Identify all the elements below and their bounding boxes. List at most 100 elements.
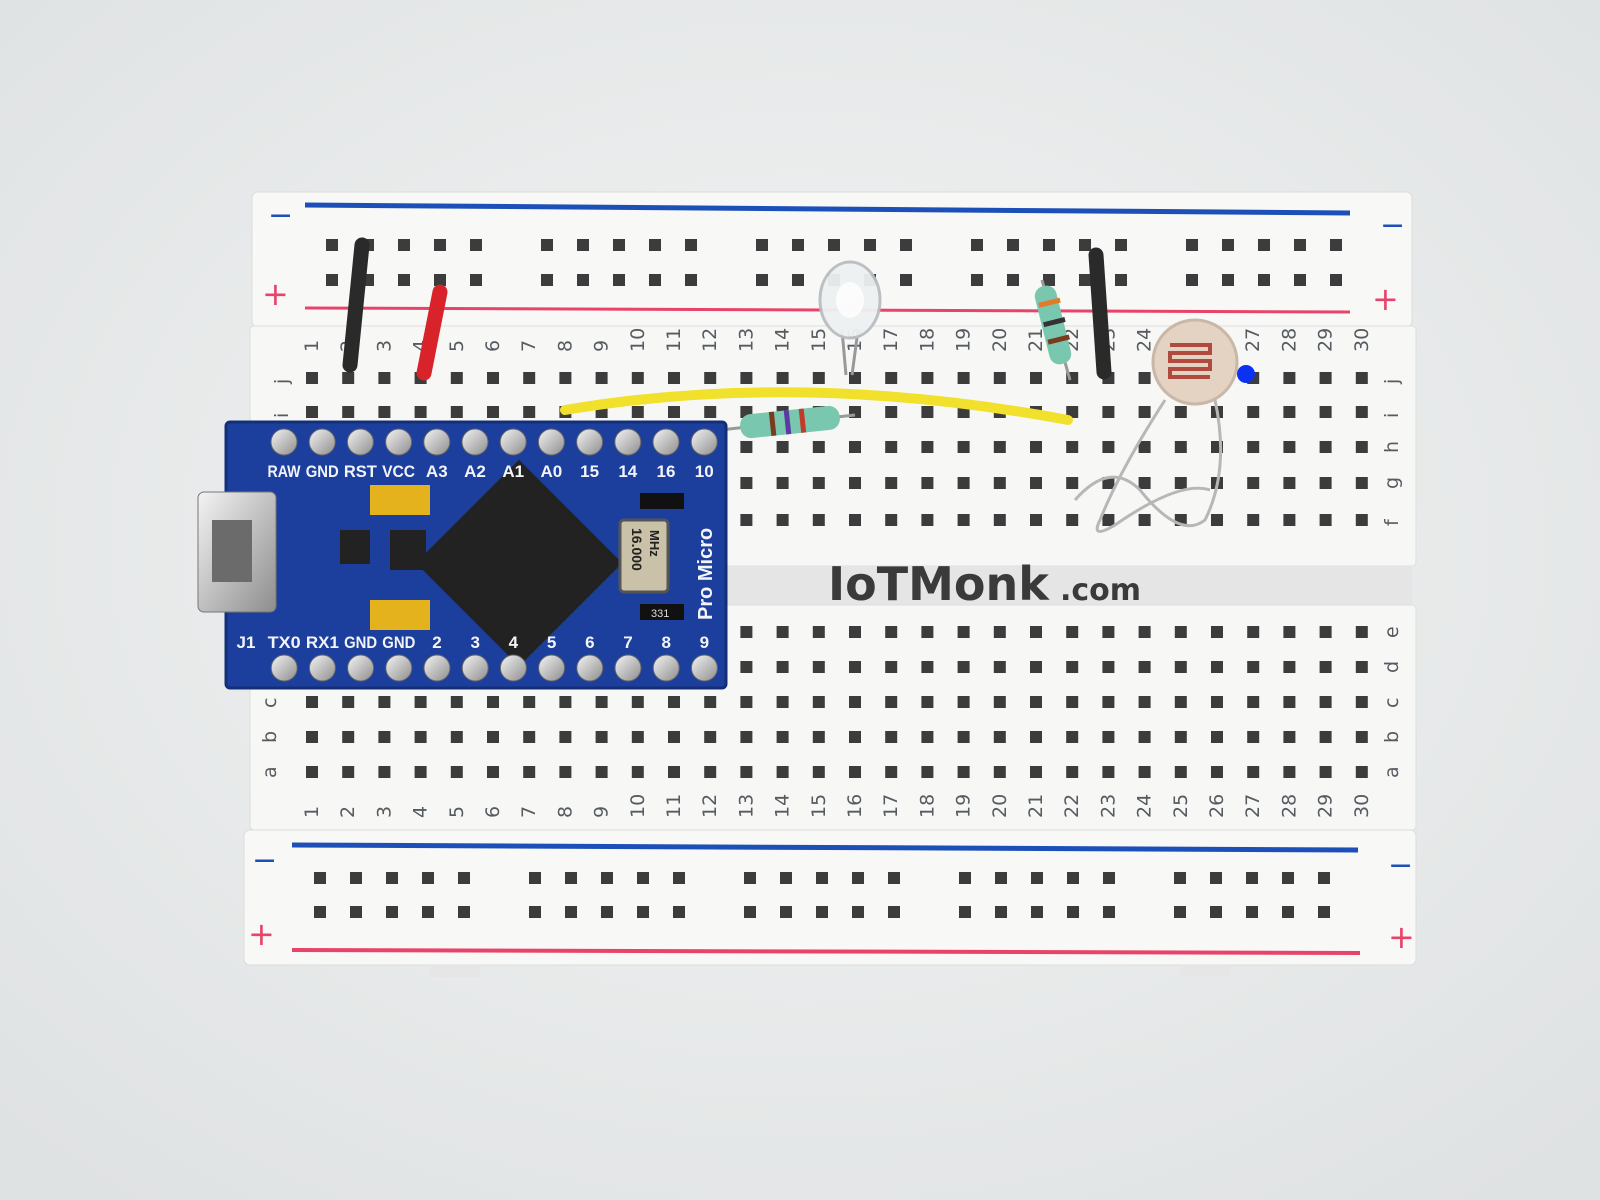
breadboard-hole[interactable] <box>631 372 644 384</box>
power-rail-hole[interactable] <box>888 872 900 884</box>
power-rail-hole[interactable] <box>864 239 876 251</box>
power-rail-hole[interactable] <box>541 239 553 251</box>
breadboard-hole[interactable] <box>849 441 861 453</box>
breadboard-hole[interactable] <box>957 514 970 526</box>
breadboard-hole[interactable] <box>450 766 463 778</box>
breadboard-hole[interactable] <box>450 731 463 743</box>
breadboard-hole[interactable] <box>595 372 608 384</box>
breadboard-hole[interactable] <box>1174 406 1187 418</box>
breadboard-hole[interactable] <box>1102 696 1115 708</box>
breadboard-hole[interactable] <box>812 626 825 638</box>
power-rail-hole[interactable] <box>1043 274 1055 286</box>
breadboard-hole[interactable] <box>668 731 680 743</box>
breadboard-hole[interactable] <box>1066 626 1079 638</box>
breadboard-hole[interactable] <box>306 766 318 778</box>
breadboard-hole[interactable] <box>1066 441 1079 453</box>
breadboard-hole[interactable] <box>740 766 753 778</box>
breadboard-hole[interactable] <box>1138 766 1151 778</box>
breadboard-hole[interactable] <box>1355 372 1368 384</box>
power-rail-hole[interactable] <box>673 906 685 918</box>
power-rail-hole[interactable] <box>756 239 768 251</box>
breadboard-hole[interactable] <box>1247 406 1260 418</box>
power-rail-hole[interactable] <box>434 239 446 251</box>
breadboard-hole[interactable] <box>378 696 391 708</box>
power-rail-hole[interactable] <box>470 239 482 251</box>
breadboard-hole[interactable] <box>740 696 753 708</box>
breadboard-hole[interactable] <box>993 441 1006 453</box>
breadboard-hole[interactable] <box>1283 441 1296 453</box>
breadboard-hole[interactable] <box>306 406 318 418</box>
breadboard-hole[interactable] <box>559 696 572 708</box>
power-rail-hole[interactable] <box>637 872 649 884</box>
breadboard-hole[interactable] <box>1066 731 1079 743</box>
breadboard-hole[interactable] <box>342 406 355 418</box>
breadboard-hole[interactable] <box>1283 766 1296 778</box>
breadboard-hole[interactable] <box>1283 406 1296 418</box>
breadboard-hole[interactable] <box>668 696 680 708</box>
power-rail-hole[interactable] <box>816 872 828 884</box>
power-rail-hole[interactable] <box>1210 906 1222 918</box>
power-rail-hole[interactable] <box>541 274 553 286</box>
breadboard-hole[interactable] <box>921 477 934 489</box>
breadboard-hole[interactable] <box>1355 406 1368 418</box>
breadboard-hole[interactable] <box>1355 661 1368 673</box>
power-rail-hole[interactable] <box>1246 872 1258 884</box>
breadboard-hole[interactable] <box>1247 766 1260 778</box>
breadboard-hole[interactable] <box>1283 731 1296 743</box>
breadboard-hole[interactable] <box>957 441 970 453</box>
breadboard-hole[interactable] <box>1102 514 1115 526</box>
breadboard-hole[interactable] <box>1355 477 1368 489</box>
power-rail-hole[interactable] <box>1103 906 1115 918</box>
breadboard-hole[interactable] <box>993 661 1006 673</box>
breadboard-hole[interactable] <box>1283 661 1296 673</box>
breadboard-hole[interactable] <box>631 731 644 743</box>
breadboard-hole[interactable] <box>1066 514 1079 526</box>
breadboard-hole[interactable] <box>631 696 644 708</box>
power-rail-hole[interactable] <box>852 872 864 884</box>
breadboard-hole[interactable] <box>1066 406 1079 418</box>
breadboard-hole[interactable] <box>921 661 934 673</box>
power-rail-hole[interactable] <box>1330 239 1342 251</box>
power-rail-hole[interactable] <box>314 872 326 884</box>
breadboard-hole[interactable] <box>776 661 789 673</box>
breadboard-hole[interactable] <box>414 731 427 743</box>
breadboard-hole[interactable] <box>921 626 934 638</box>
breadboard-hole[interactable] <box>740 441 753 453</box>
breadboard-hole[interactable] <box>1355 696 1368 708</box>
breadboard-hole[interactable] <box>1174 766 1187 778</box>
breadboard-hole[interactable] <box>1211 626 1223 638</box>
breadboard-hole[interactable] <box>957 696 970 708</box>
power-rail-hole[interactable] <box>995 872 1007 884</box>
breadboard-hole[interactable] <box>921 514 934 526</box>
breadboard-hole[interactable] <box>1174 661 1187 673</box>
breadboard-hole[interactable] <box>1211 514 1223 526</box>
breadboard-hole[interactable] <box>776 731 789 743</box>
breadboard-hole[interactable] <box>342 696 355 708</box>
breadboard-hole[interactable] <box>740 731 753 743</box>
breadboard-hole[interactable] <box>812 696 825 708</box>
breadboard-hole[interactable] <box>631 406 644 418</box>
breadboard-hole[interactable] <box>668 766 680 778</box>
breadboard-hole[interactable] <box>885 372 898 384</box>
breadboard-hole[interactable] <box>1355 731 1368 743</box>
breadboard-hole[interactable] <box>559 731 572 743</box>
breadboard-hole[interactable] <box>1319 766 1332 778</box>
power-rail-hole[interactable] <box>398 239 410 251</box>
breadboard-hole[interactable] <box>1174 731 1187 743</box>
breadboard-hole[interactable] <box>1319 372 1332 384</box>
breadboard-hole[interactable] <box>812 661 825 673</box>
breadboard-hole[interactable] <box>740 514 753 526</box>
breadboard-hole[interactable] <box>812 731 825 743</box>
power-rail-hole[interactable] <box>780 872 792 884</box>
breadboard-hole[interactable] <box>595 696 608 708</box>
power-rail-hole[interactable] <box>458 872 470 884</box>
power-rail-hole[interactable] <box>1186 274 1198 286</box>
power-rail-hole[interactable] <box>1318 872 1330 884</box>
breadboard-hole[interactable] <box>1138 626 1151 638</box>
breadboard-hole[interactable] <box>921 766 934 778</box>
power-rail-hole[interactable] <box>1174 872 1186 884</box>
breadboard-hole[interactable] <box>378 766 391 778</box>
breadboard-hole[interactable] <box>1319 477 1332 489</box>
breadboard-hole[interactable] <box>378 731 391 743</box>
breadboard-hole[interactable] <box>1066 477 1079 489</box>
